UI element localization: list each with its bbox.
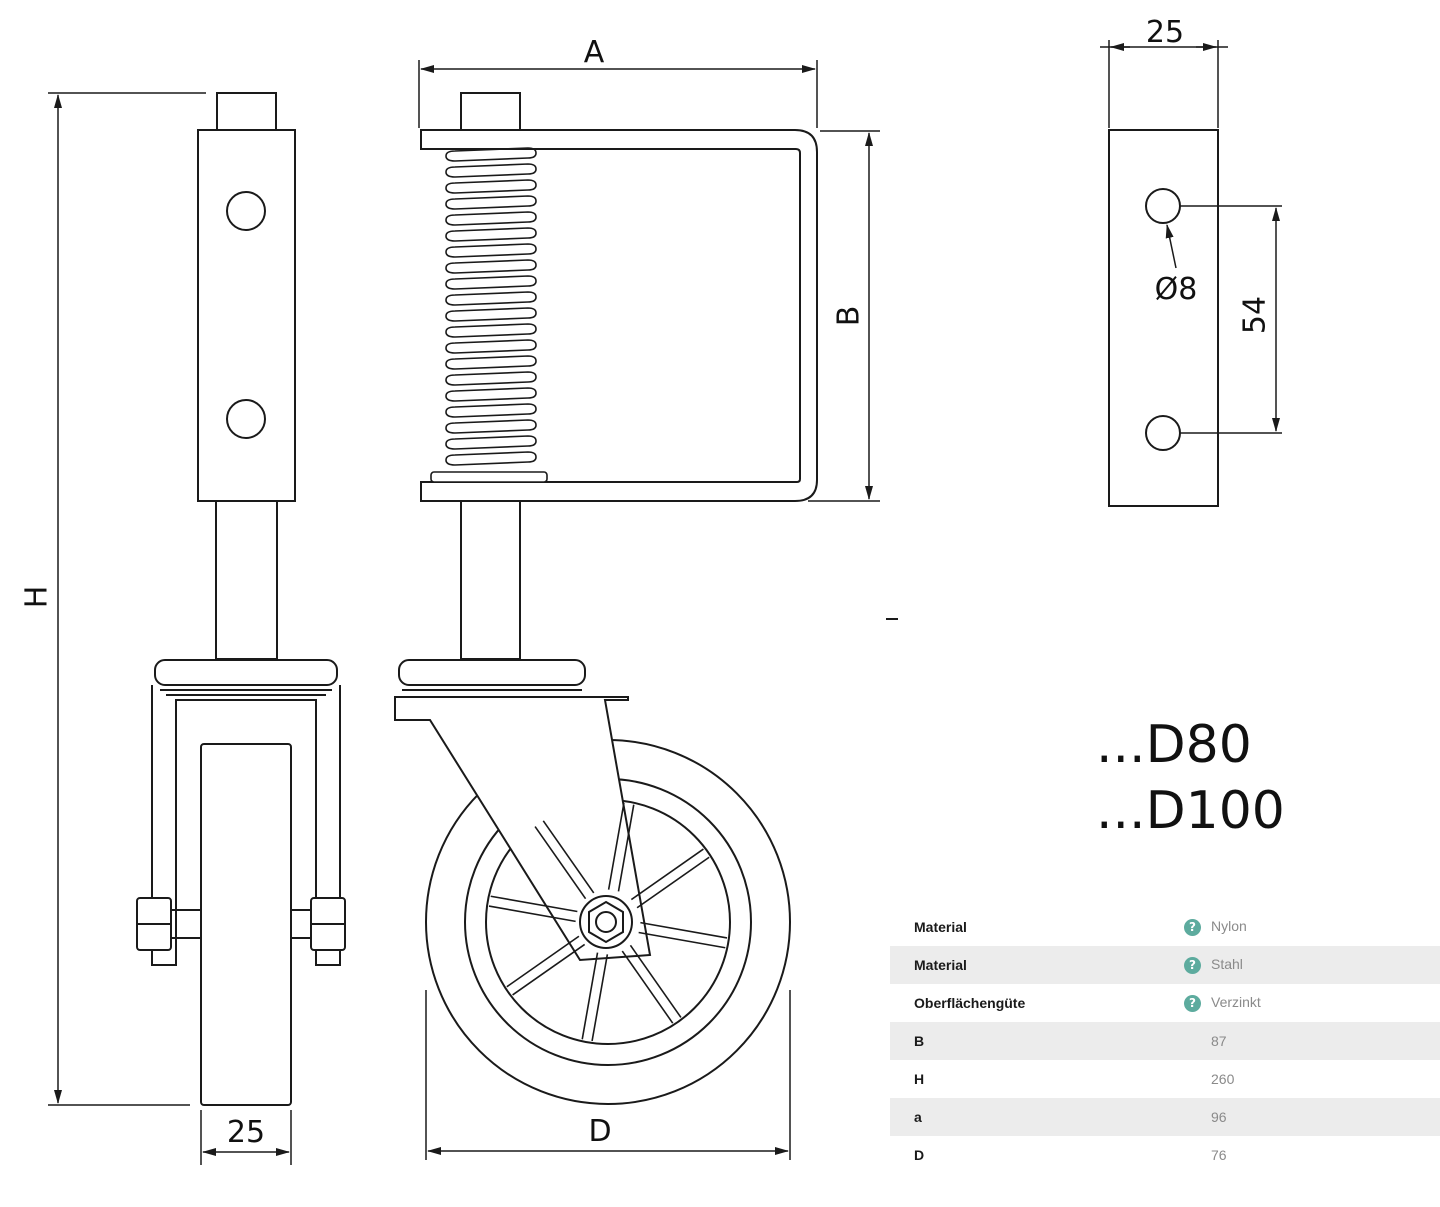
help-icon[interactable]: ? (1184, 918, 1201, 936)
spring-coil (445, 355, 537, 370)
spring-coil (445, 451, 537, 466)
spring-coil (445, 147, 537, 162)
spec-value-cell: ? Stahl (1184, 946, 1440, 984)
wheel-spoke (581, 952, 599, 1040)
dimension-hole-diameter-label: Ø8 (1155, 272, 1198, 307)
spec-value-cell: 76 (1184, 1136, 1440, 1174)
table-row: D 76 (890, 1136, 1440, 1174)
spring-coil (445, 163, 537, 178)
wheel-spoke (488, 905, 576, 923)
dimension-d (425, 990, 791, 1160)
spring-coil (445, 339, 537, 354)
spring-coil (445, 259, 537, 274)
table-row: Oberflächengüte ? Verzinkt (890, 984, 1440, 1022)
dimension-d-label: D (588, 1114, 611, 1149)
dimension-h (48, 92, 206, 1106)
dimension-hole-spacing-label: 54 (1238, 296, 1273, 334)
spec-value: Verzinkt (1211, 994, 1261, 1011)
spec-key: D (914, 1147, 925, 1163)
table-row: a 96 (890, 1098, 1440, 1136)
table-row: B 87 (890, 1022, 1440, 1060)
spec-value: 87 (1211, 1033, 1227, 1049)
side-view (394, 92, 818, 1105)
wheel-spoke (542, 820, 595, 894)
spec-key: a (914, 1109, 922, 1125)
spec-value: 76 (1211, 1147, 1227, 1163)
variant-item: ...D80 (1096, 715, 1252, 775)
spring-coil (445, 387, 537, 402)
spec-key: H (914, 1071, 925, 1087)
dimension-wheel-width-label: 25 (227, 1115, 265, 1150)
wheel-spoke (621, 950, 674, 1024)
spring-coil (445, 435, 537, 450)
wheel-spoke (591, 954, 609, 1042)
spring-coil (445, 371, 537, 386)
spec-value-cell: ? Verzinkt (1184, 984, 1440, 1022)
dimension-hole-spacing (1180, 205, 1282, 434)
variant-item: ...D100 (1096, 781, 1285, 841)
wheel-spoke (640, 921, 728, 939)
variant-list: ...D80 ...D100 (1096, 712, 1396, 844)
hole-diameter-leader (1165, 224, 1177, 269)
dimension-a-label: A (584, 35, 605, 70)
spring-coil (445, 227, 537, 242)
spring-coil (445, 179, 537, 194)
spec-value-cell: 96 (1184, 1098, 1440, 1136)
wheel-spoke (617, 804, 635, 892)
wheel-spoke (490, 895, 578, 913)
wheel-spoke (638, 931, 726, 949)
specs-table: Material ? Nylon Material ? Stahl Oberfläc… (890, 908, 1440, 1174)
dimension-a (418, 60, 818, 128)
spring-coil (445, 323, 537, 338)
spec-value-cell: ? Nylon (1184, 908, 1440, 946)
spring-coil (445, 275, 537, 290)
wheel-spoke (630, 848, 704, 901)
spring-coils (445, 147, 537, 466)
spring (430, 471, 548, 483)
spring-coil (445, 307, 537, 322)
wheel-spoke (512, 943, 586, 996)
spec-value: Stahl (1211, 956, 1243, 973)
wheel-spoke (629, 944, 682, 1018)
spec-key: Material (914, 919, 967, 935)
spring-coil (445, 243, 537, 258)
spring-coil (445, 291, 537, 306)
table-row: Material ? Nylon (890, 908, 1440, 946)
spec-key: Material (914, 957, 967, 973)
table-row: Material ? Stahl (890, 946, 1440, 984)
wheel-spokes (488, 802, 728, 1042)
wheel-spoke (607, 802, 625, 890)
help-icon[interactable]: ? (1184, 956, 1201, 974)
wheel-spoke (636, 856, 710, 909)
help-icon[interactable]: ? (1184, 994, 1201, 1012)
spec-value: 96 (1211, 1109, 1227, 1125)
wheel-spoke (506, 935, 580, 988)
dimension-h-label: H (20, 586, 55, 609)
spec-value-cell: 260 (1184, 1060, 1440, 1098)
spec-key: B (914, 1033, 925, 1049)
dimension-wheel-width (200, 1110, 292, 1165)
spec-value: Nylon (1211, 918, 1247, 935)
spec-value-cell: 87 (1184, 1022, 1440, 1060)
spec-value: 260 (1211, 1071, 1235, 1087)
spring-coil (445, 195, 537, 210)
front-view (136, 92, 346, 1106)
plate-detail (1108, 129, 1219, 507)
spring-coil (445, 403, 537, 418)
dimension-plate-width-label: 25 (1146, 15, 1184, 50)
dimension-b (808, 130, 880, 502)
table-row: H 260 (890, 1060, 1440, 1098)
spring-coil (445, 419, 537, 434)
spec-key: Oberflächengüte (914, 995, 1026, 1011)
spring-coil (445, 211, 537, 226)
dimension-b-label: B (832, 306, 867, 327)
wheel-spoke (534, 826, 587, 900)
dimension-plate-width (1100, 40, 1228, 128)
